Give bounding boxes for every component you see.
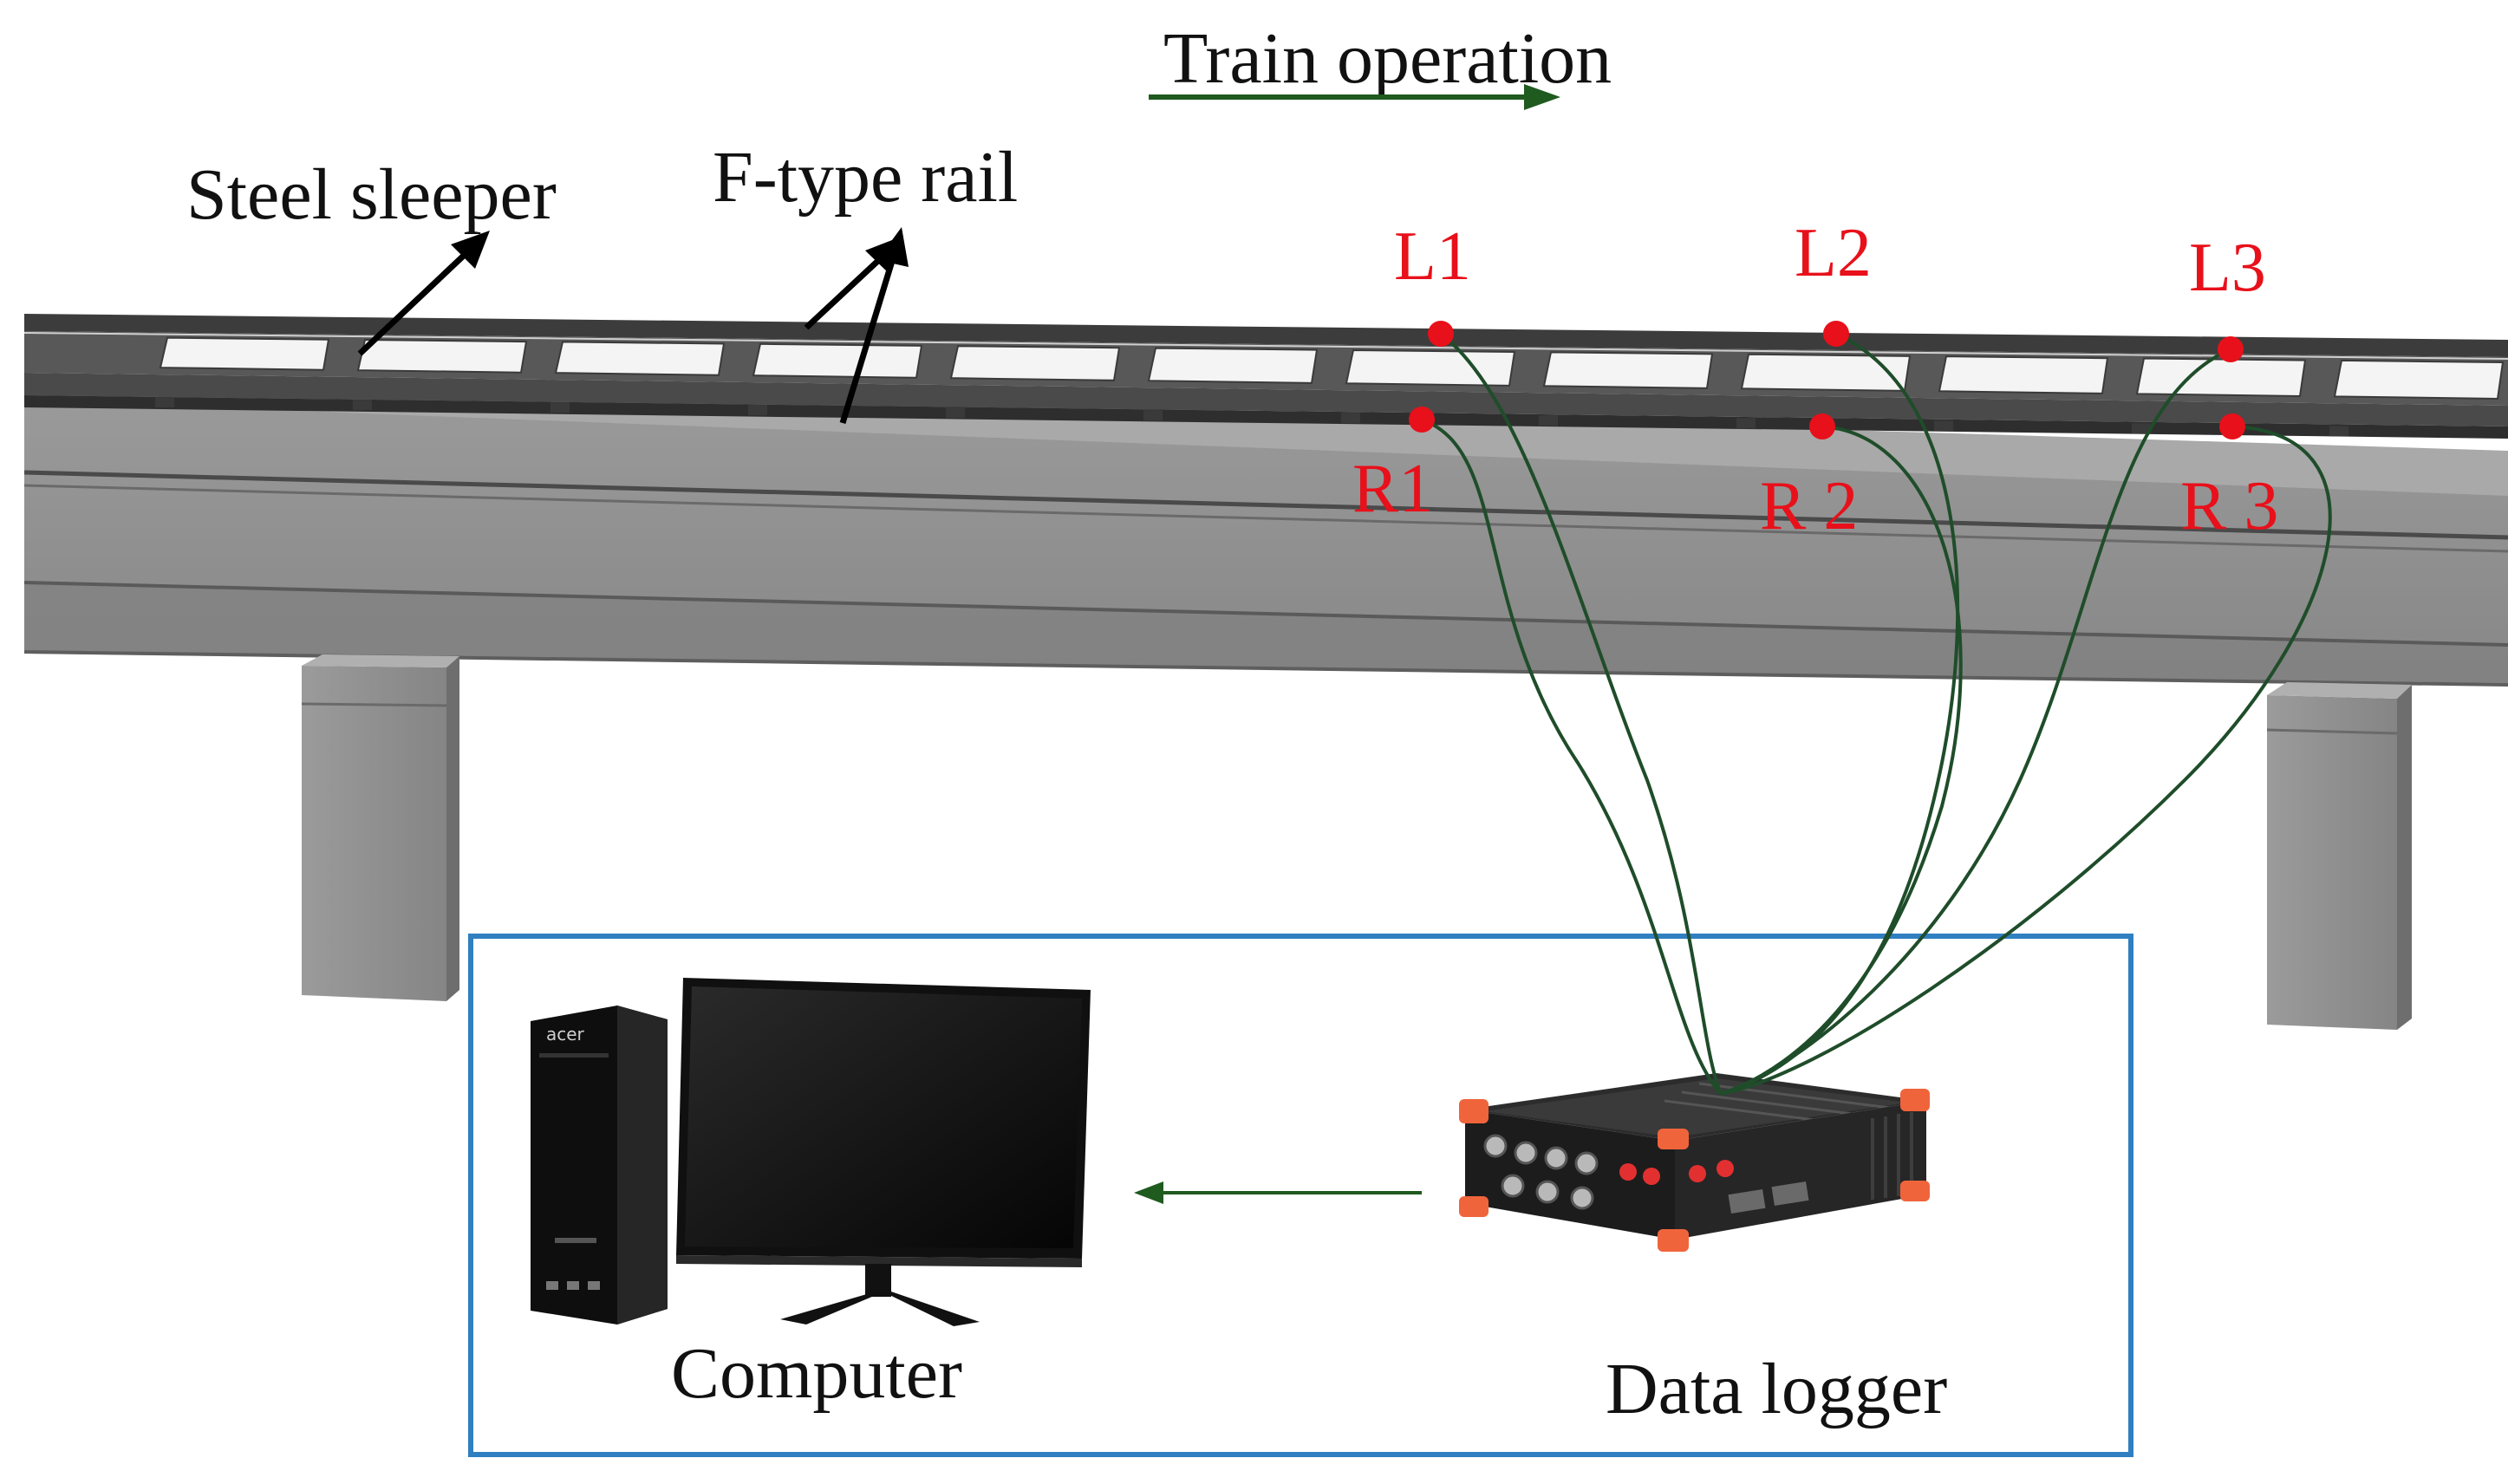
sensor-r1-label: R1 xyxy=(1352,451,1433,527)
sensor-labels: L1 L2 L3 R1 R 2 R 3 xyxy=(1352,215,2278,544)
sleeper-gap xyxy=(2135,357,2307,397)
acquisition-system-frame xyxy=(468,934,2133,1457)
sensor-r2-marker xyxy=(1809,413,1835,439)
sleeper-gap xyxy=(1938,355,2109,394)
sensor-l2-label: L2 xyxy=(1795,215,1872,291)
sleeper-gap xyxy=(752,342,923,379)
sensor-l3-marker xyxy=(2218,336,2244,362)
sensor-r3-marker xyxy=(2219,413,2245,439)
pier-left xyxy=(301,654,459,1001)
sensor-l1-label: L1 xyxy=(1394,218,1471,295)
rail-clip xyxy=(550,402,570,413)
rail-clip xyxy=(353,400,372,411)
sleeper-gap xyxy=(554,341,726,376)
sleeper-gap xyxy=(1740,353,1912,392)
sleeper-gap xyxy=(1542,351,1714,389)
rail-clip xyxy=(1341,413,1360,424)
steel-sleeper-label: Steel sleeper xyxy=(186,154,557,235)
sensor-l2-marker xyxy=(1823,321,1849,347)
rail-clip xyxy=(1934,420,1953,432)
rail-clip xyxy=(946,407,965,419)
desktop-computer-icon: acer xyxy=(531,978,1091,1326)
train-direction-arrow xyxy=(1149,84,1560,110)
sensor-r1-wire xyxy=(1421,418,1723,1096)
rail-clip xyxy=(748,405,767,416)
f-type-rail-arrows xyxy=(804,227,909,425)
tower-brand-logo: acer xyxy=(546,1024,585,1045)
rail-clip xyxy=(1736,418,1756,429)
sensor-markers xyxy=(1409,321,2245,439)
rail-clip xyxy=(1539,415,1558,426)
sensor-wires xyxy=(1421,332,2332,1096)
f-type-rail-label: F-type rail xyxy=(713,137,1018,218)
sensor-r2-label: R 2 xyxy=(1760,468,1858,544)
rail-clip xyxy=(155,397,174,408)
computer-label: Computer xyxy=(671,1333,962,1414)
sensor-r3-wire xyxy=(1720,425,2332,1096)
sensor-r1-marker xyxy=(1409,407,1435,433)
steel-sleeper-arrow xyxy=(357,231,490,356)
train-operation-label: Train operation xyxy=(1163,18,1612,99)
sensor-l3-label: L3 xyxy=(2189,230,2266,306)
sleeper-gap xyxy=(356,339,528,374)
sensor-r2-wire xyxy=(1720,425,1963,1096)
sleeper-gap xyxy=(1147,347,1319,384)
steel-sleepers xyxy=(155,336,2505,437)
transfer-arrow xyxy=(1134,1181,1422,1204)
sleeper-gap xyxy=(949,345,1121,381)
sensor-l3-wire xyxy=(1720,348,2231,1096)
data-logger-icon xyxy=(1459,1073,1930,1252)
sensor-l2-wire xyxy=(1720,332,1960,1096)
sleeper-gap xyxy=(159,336,330,371)
sensor-l1-marker xyxy=(1428,321,1454,347)
rail-clip xyxy=(1143,410,1163,421)
pier-right xyxy=(2266,682,2412,1030)
rail-clip xyxy=(2132,423,2151,434)
sleeper-gap xyxy=(2333,359,2505,400)
sensor-r3-label: R 3 xyxy=(2180,468,2278,544)
rail-clip xyxy=(2329,426,2348,437)
sleeper-gap xyxy=(1345,348,1516,387)
data-logger-label: Data logger xyxy=(1606,1349,1947,1429)
sensor-l1-wire xyxy=(1439,332,1723,1095)
